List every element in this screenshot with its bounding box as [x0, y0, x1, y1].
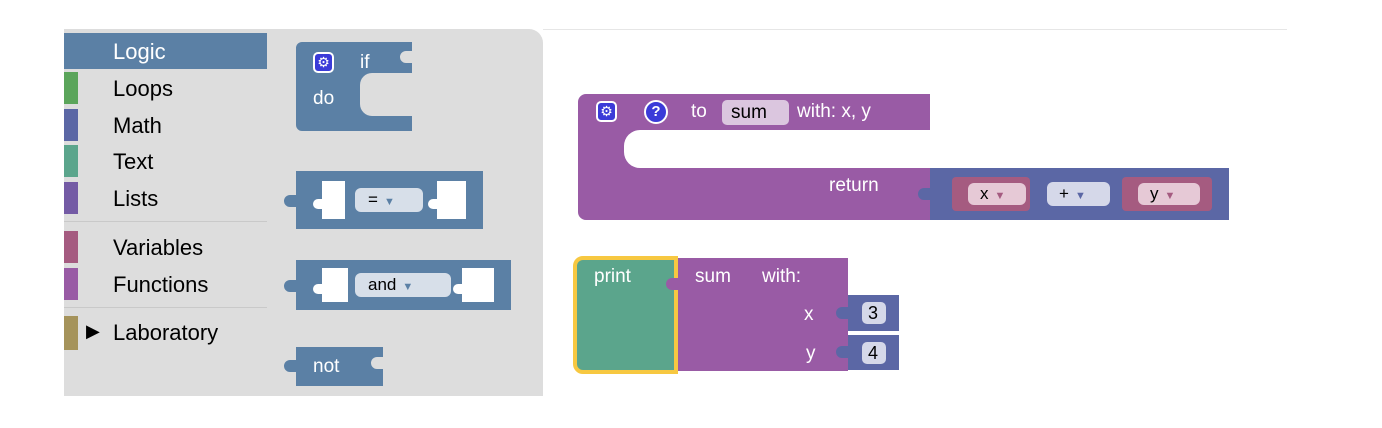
compare-operator-dropdown[interactable]: =▼: [355, 188, 423, 212]
call-arg-name: x: [804, 304, 814, 325]
variable-dropdown[interactable]: y▼: [1138, 183, 1200, 205]
function-name-field[interactable]: sum: [722, 100, 789, 125]
category-color-strip: [64, 145, 78, 177]
do-label: do: [313, 88, 335, 109]
category-label: Functions: [113, 272, 209, 297]
dropdown-value: =: [368, 190, 378, 209]
call-block-shape: [666, 258, 848, 371]
category-label: Text: [113, 149, 154, 174]
function-to-label: to: [691, 101, 707, 122]
gear-icon[interactable]: ⚙: [596, 101, 617, 122]
category-color-strip: [64, 231, 78, 263]
dropdown-arrow-icon: ▼: [402, 281, 414, 293]
function-name-text: sum: [731, 102, 767, 123]
category-label: Loops: [113, 76, 173, 101]
toolbox-category-logic[interactable]: Logic: [64, 33, 267, 69]
category-color-strip: [64, 316, 78, 350]
number-value: 4: [868, 343, 879, 363]
dropdown-value: x: [980, 184, 989, 203]
logic-op-dropdown[interactable]: and ▼: [355, 273, 451, 297]
category-label: Logic: [113, 39, 166, 64]
arithmetic-operator-dropdown[interactable]: +▼: [1047, 182, 1110, 206]
call-with-label: with:: [762, 266, 802, 287]
toolbox-separator: [64, 307, 267, 308]
dropdown-value: +: [1059, 184, 1069, 203]
variable-block-x[interactable]: x▼: [952, 177, 1030, 211]
variable-dropdown[interactable]: x▼: [968, 183, 1026, 205]
gear-icon[interactable]: ⚙: [313, 52, 334, 73]
function-def-block-shape: [578, 94, 930, 220]
print-block[interactable]: [575, 258, 678, 372]
call-arg-name: y: [806, 343, 816, 364]
category-label: Variables: [113, 235, 204, 260]
number-value: 3: [868, 303, 879, 323]
print-block-shape: [573, 256, 678, 374]
if-label: if: [360, 52, 370, 73]
category-color-strip: [64, 35, 78, 67]
compare-left-socket: [313, 181, 345, 219]
help-icon[interactable]: ?: [644, 100, 668, 124]
function-params-label: with: x, y: [797, 101, 871, 122]
toolbox-category-text[interactable]: Text: [64, 143, 267, 179]
workspace-border: [543, 29, 1287, 30]
not-block-shape: [284, 347, 383, 386]
not-label: not: [313, 356, 340, 377]
dropdown-value: y: [1150, 184, 1159, 203]
dropdown-arrow-icon: ▼: [383, 196, 395, 208]
category-color-strip: [64, 182, 78, 214]
toolbox-separator: [64, 221, 267, 222]
variable-block-y[interactable]: y▼: [1122, 177, 1212, 211]
toolbox: Logic Loops Math Text Lists Variables Fu…: [64, 29, 267, 396]
triangle-right-icon[interactable]: ▶: [86, 321, 100, 341]
number-field[interactable]: 3: [862, 302, 886, 324]
category-color-strip: [64, 72, 78, 104]
category-color-strip: [64, 109, 78, 141]
category-label: Laboratory: [113, 320, 219, 345]
toolbox-category-loops[interactable]: Loops: [64, 70, 267, 106]
toolbox-category-variables[interactable]: Variables: [64, 229, 267, 265]
logic-op-left-socket: [313, 268, 348, 302]
flyout-not-block[interactable]: [290, 347, 383, 386]
toolbox-category-lists[interactable]: Lists: [64, 180, 267, 216]
category-label: Math: [113, 113, 162, 138]
toolbox-category-functions[interactable]: Functions: [64, 266, 267, 302]
return-label: return: [829, 175, 879, 196]
flyout-if-block[interactable]: [290, 42, 412, 131]
compare-right-socket: [428, 181, 466, 219]
toolbox-category-math[interactable]: Math: [64, 107, 267, 143]
call-function-name: sum: [695, 266, 731, 287]
dropdown-arrow-icon: ▼: [1074, 190, 1086, 202]
dropdown-value: and: [368, 275, 397, 294]
category-label: Lists: [113, 186, 159, 211]
category-color-strip: [64, 268, 78, 300]
number-field[interactable]: 4: [862, 342, 886, 364]
dropdown-arrow-icon: ▼: [1164, 190, 1176, 202]
print-label: print: [594, 266, 631, 287]
toolbox-category-laboratory[interactable]: ▶ Laboratory: [64, 314, 267, 350]
logic-op-right-socket: [453, 268, 494, 302]
dropdown-arrow-icon: ▼: [994, 190, 1006, 202]
